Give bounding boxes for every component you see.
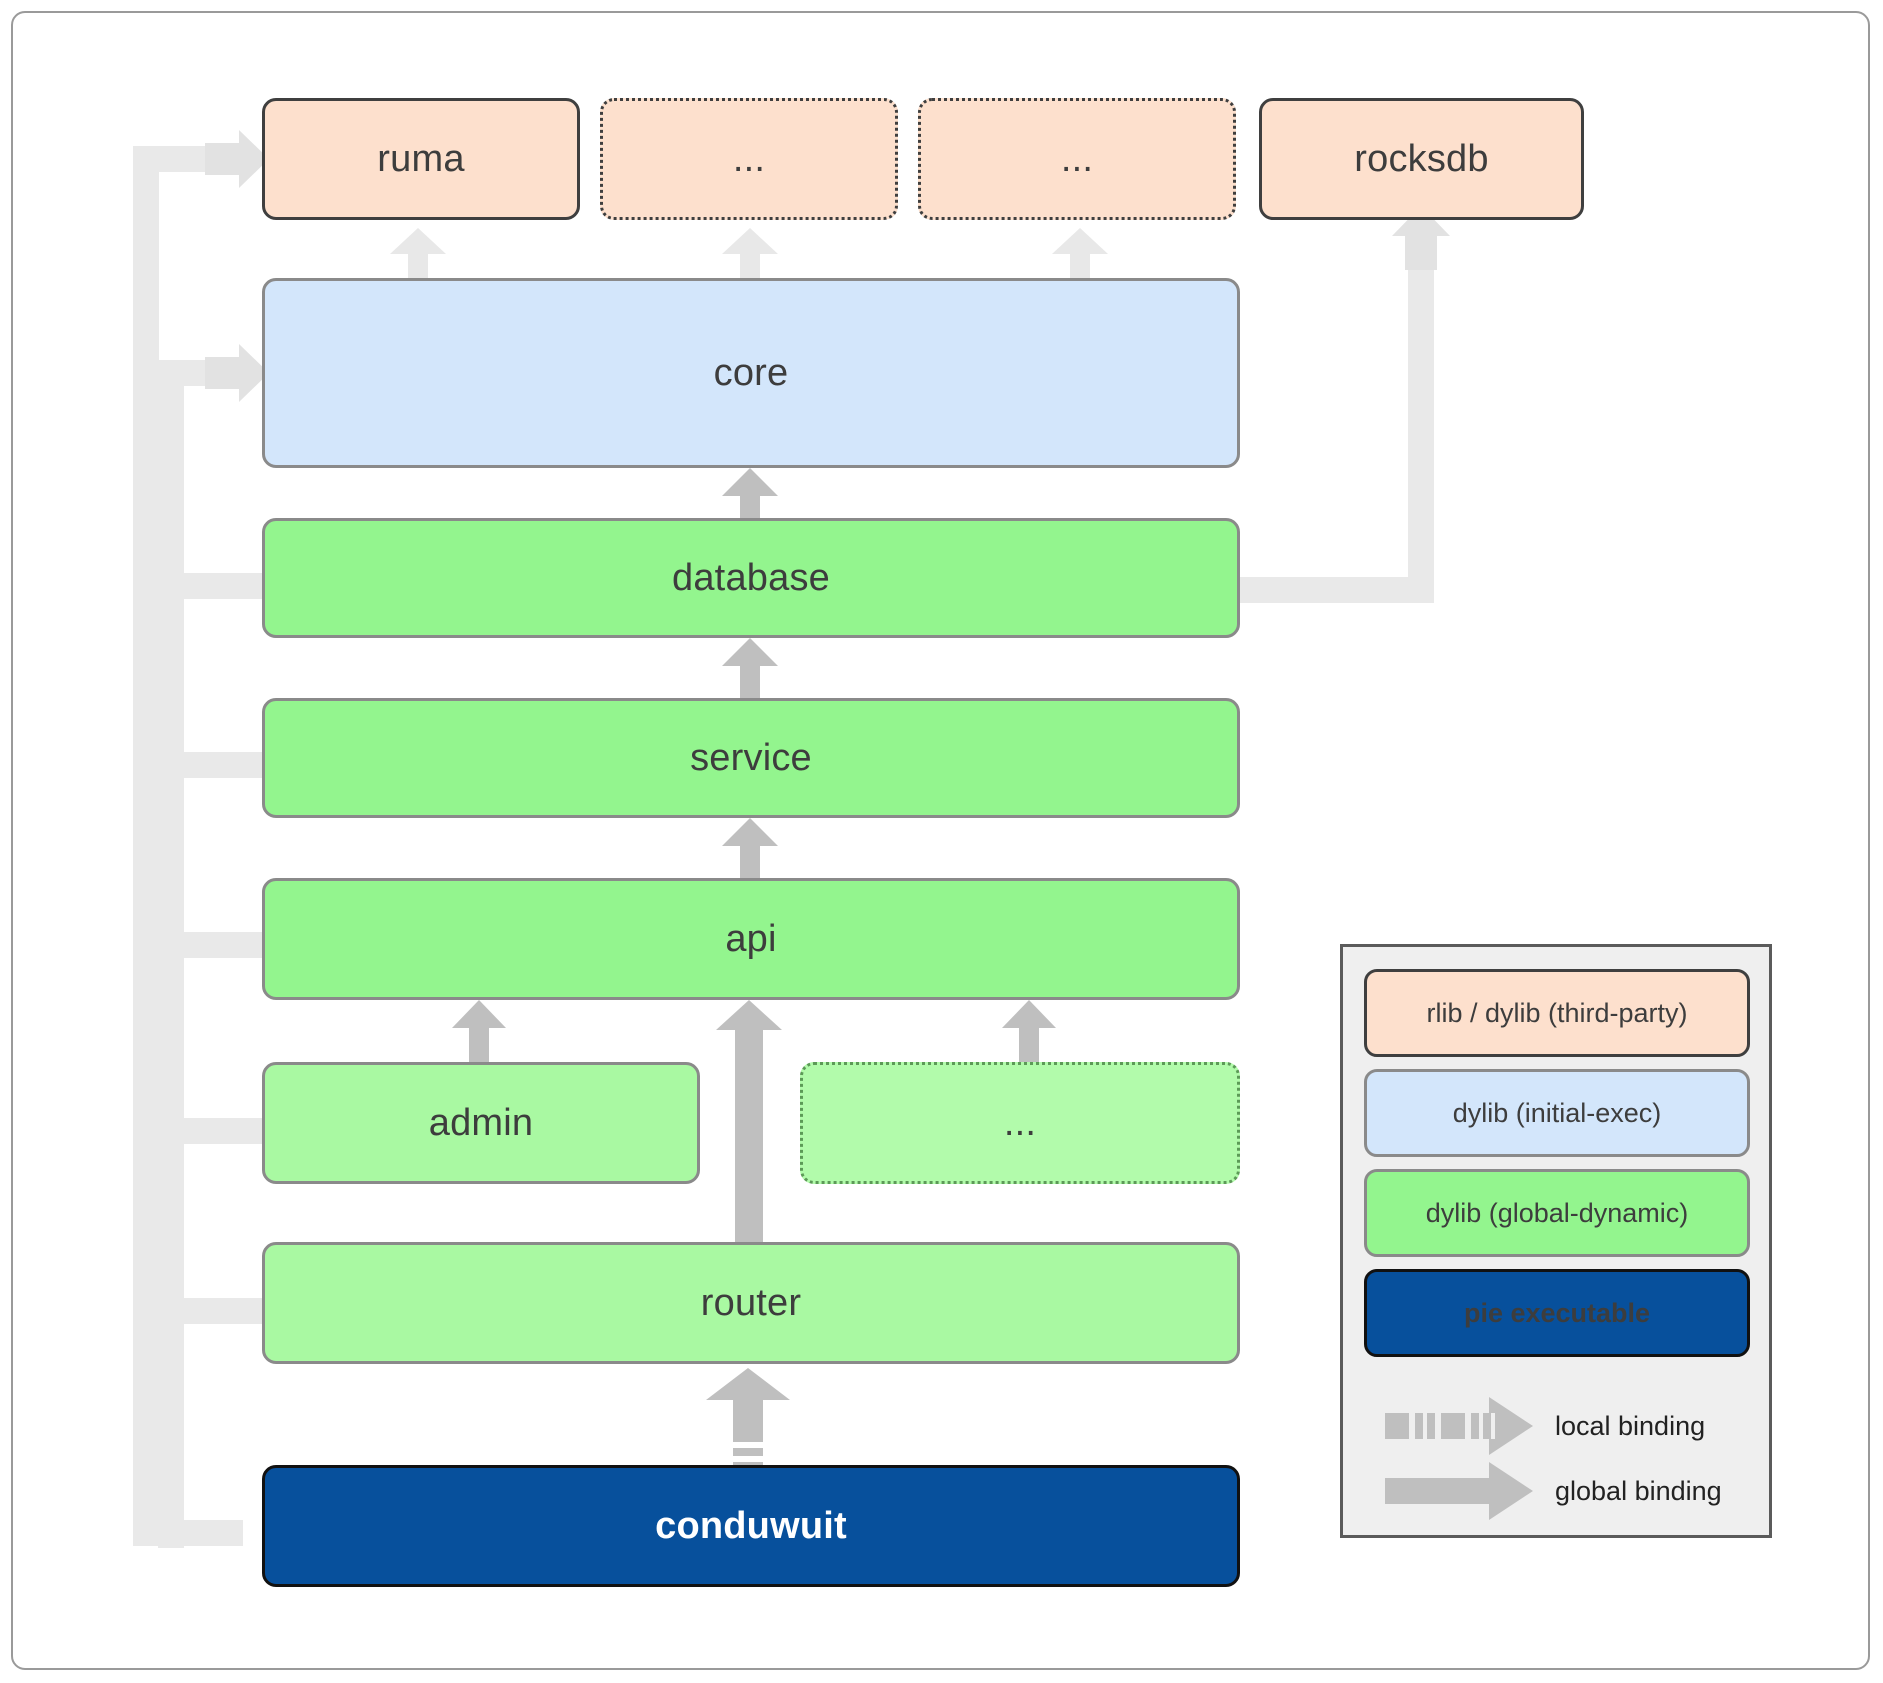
solid-arrow-icon: [1385, 1460, 1533, 1522]
edge-bus-branch-router: [158, 1298, 268, 1324]
legend-key-global-binding-label: global binding: [1555, 1475, 1722, 1506]
legend-swatch-pie-executable: pie executable: [1364, 1269, 1750, 1357]
legend-key-global-binding: global binding: [1385, 1460, 1722, 1522]
arrowhead-into-core-left: [205, 344, 269, 402]
legend-panel: rlib / dylib (third-party) dylib (initia…: [1340, 944, 1772, 1538]
node-ellipsis-3-label: ...: [1003, 1101, 1037, 1144]
node-ellipsis-3[interactable]: ...: [800, 1062, 1240, 1184]
node-database-label: database: [672, 556, 830, 599]
node-core[interactable]: core: [262, 278, 1240, 468]
arrow-service-to-database: [722, 638, 778, 698]
edge-bus-branch-service: [158, 752, 268, 778]
legend-swatch-initial-exec: dylib (initial-exec): [1364, 1069, 1750, 1157]
edge-conduwuit-to-ruma-vertical: [133, 146, 159, 1546]
legend-key-local-binding: local binding: [1385, 1395, 1705, 1457]
arrow-core-to-ruma: [390, 228, 446, 284]
arrowhead-into-rocksdb: [1392, 206, 1450, 270]
node-ruma-label: ruma: [377, 137, 465, 180]
node-service-label: service: [690, 736, 812, 779]
node-admin[interactable]: admin: [262, 1062, 700, 1184]
arrow-api-to-service: [722, 818, 778, 878]
node-ruma[interactable]: ruma: [262, 98, 580, 220]
legend-swatch-global-dynamic: dylib (global-dynamic): [1364, 1169, 1750, 1257]
arrow-router-to-api-head: [716, 1000, 782, 1058]
node-ellipsis-2[interactable]: ...: [918, 98, 1236, 220]
arrow-core-to-ellipsis2: [1052, 228, 1108, 284]
legend-swatch-initial-exec-label: dylib (initial-exec): [1452, 1097, 1662, 1128]
node-conduwuit[interactable]: conduwuit: [262, 1465, 1240, 1587]
arrow-ellipsis3-to-api: [1002, 1000, 1056, 1062]
legend-swatch-third-party: rlib / dylib (third-party): [1364, 969, 1750, 1057]
edge-bus-branch-admin: [158, 1118, 268, 1144]
node-api-label: api: [725, 917, 777, 960]
node-ellipsis-1-label: ...: [732, 137, 766, 180]
legend-key-local-binding-label: local binding: [1555, 1410, 1706, 1441]
arrow-database-to-core: [722, 468, 778, 528]
arrow-core-to-ellipsis1: [722, 228, 778, 284]
legend-swatch-global-dynamic-label: dylib (global-dynamic): [1425, 1197, 1689, 1228]
dashed-arrow-icon: [1385, 1395, 1533, 1457]
legend-swatch-third-party-label: rlib / dylib (third-party): [1426, 997, 1688, 1028]
arrow-admin-to-api: [452, 1000, 506, 1062]
node-ellipsis-1[interactable]: ...: [600, 98, 898, 220]
arrowhead-into-ruma-left: [205, 130, 269, 188]
edge-bus-branch-api: [158, 932, 268, 958]
node-conduwuit-label: conduwuit: [655, 1504, 847, 1547]
node-router[interactable]: router: [262, 1242, 1240, 1364]
node-rocksdb[interactable]: rocksdb: [1259, 98, 1584, 220]
node-database[interactable]: database: [262, 518, 1240, 638]
node-api[interactable]: api: [262, 878, 1240, 1000]
node-admin-label: admin: [428, 1101, 534, 1144]
node-router-label: router: [700, 1281, 802, 1324]
edge-database-to-rocksdb-horizontal: [1236, 577, 1434, 603]
node-service[interactable]: service: [262, 698, 1240, 818]
arrow-router-to-api-shaft: [735, 1030, 763, 1248]
edge-bus-branch-database: [158, 573, 268, 599]
node-ellipsis-2-label: ...: [1060, 137, 1094, 180]
node-rocksdb-label: rocksdb: [1354, 137, 1489, 180]
node-core-label: core: [713, 351, 789, 394]
edge-conduwuit-to-ruma-bottom: [133, 1520, 243, 1546]
legend-swatch-pie-executable-label: pie executable: [1463, 1297, 1651, 1328]
edge-database-to-rocksdb-vertical: [1408, 258, 1434, 603]
